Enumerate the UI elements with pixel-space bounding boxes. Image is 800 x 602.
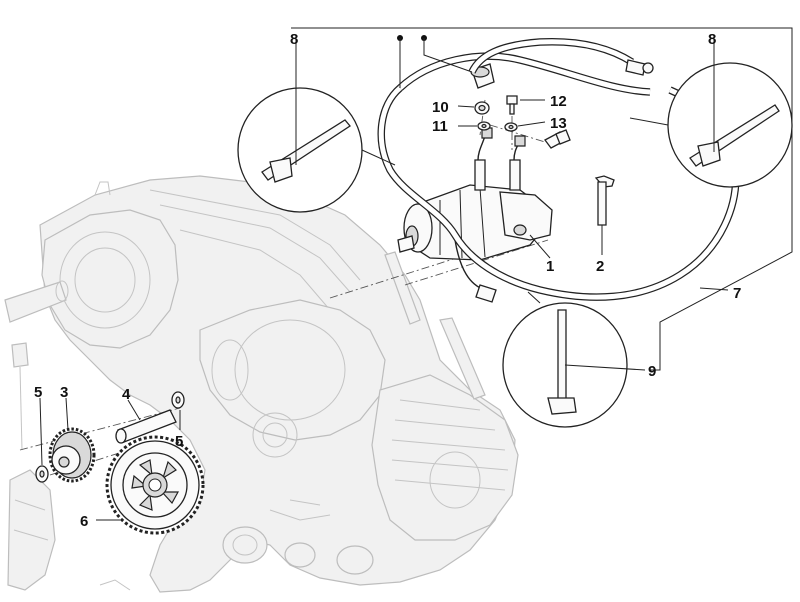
callout-5-left: 5 [34, 384, 42, 401]
callout-3: 3 [60, 384, 68, 401]
callout-7: 7 [733, 285, 741, 302]
engine-block [4, 175, 519, 593]
callout-5-right: 5 [175, 433, 183, 450]
detail-inset-bottom [502, 291, 646, 428]
washer-5-left [35, 465, 49, 483]
detail-inset-right [629, 40, 793, 188]
callout-labels: 1 2 3 4 5 5 6 7 8 8 9 10 11 12 13 [34, 31, 741, 530]
washer-11 [477, 121, 491, 131]
gear-3 [48, 427, 96, 483]
callout-6: 6 [80, 513, 88, 530]
callout-13: 13 [550, 115, 567, 132]
starter-motor [397, 127, 553, 303]
cap-nut-10 [474, 101, 490, 115]
callout-12: 12 [550, 93, 567, 110]
callout-8-left: 8 [290, 31, 298, 48]
callout-2: 2 [596, 258, 604, 275]
callout-11: 11 [432, 118, 448, 135]
washer-13 [504, 122, 518, 132]
callout-4: 4 [122, 386, 131, 403]
cable-boot [470, 63, 495, 89]
shaft-4 [115, 409, 177, 444]
callout-1: 1 [546, 258, 554, 275]
washer-5-right [171, 391, 185, 409]
detail-inset-left [237, 40, 396, 213]
leader-lines [39, 27, 793, 521]
callout-10: 10 [432, 99, 449, 116]
screw-12 [506, 95, 518, 115]
bolt-screw [544, 129, 571, 149]
bolt-2 [594, 175, 615, 226]
callout-8-right: 8 [708, 31, 716, 48]
callout-9: 9 [648, 363, 656, 380]
gear-6 [105, 435, 205, 535]
